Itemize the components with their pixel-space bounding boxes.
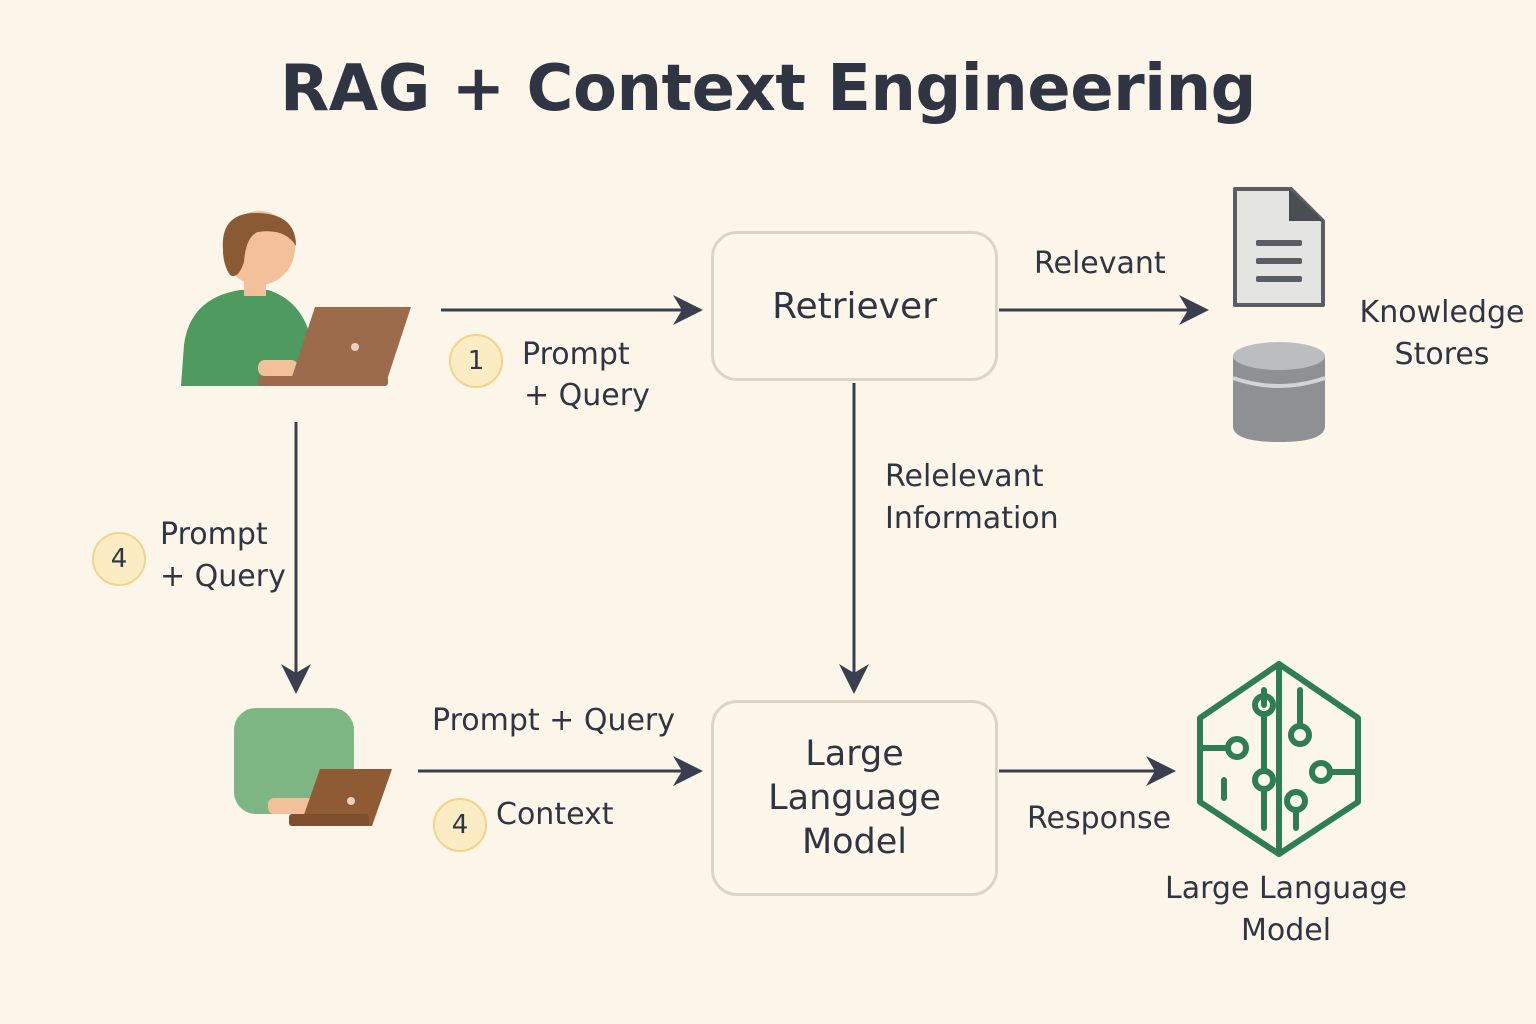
edge-label-response: Response	[1027, 801, 1172, 836]
step-badge: 4	[92, 532, 146, 586]
knowledge-stores-label: Knowledge Stores	[1352, 292, 1532, 376]
llm-icon-label: Large Language Model	[1146, 868, 1426, 952]
llm-icon-label-line1: Large Language	[1165, 871, 1407, 906]
edge-label-prompt-query: Prompt + Query	[432, 703, 676, 738]
step-badge: 4	[433, 798, 487, 852]
edge-label-query: + Query	[524, 378, 650, 413]
brain-circuit-icon	[1197, 661, 1361, 857]
edge-label-query: + Query	[160, 559, 286, 594]
knowledge-stores-line1: Knowledge	[1359, 295, 1525, 330]
edge-label-relevant-info: Relelevant Information	[885, 456, 1059, 540]
edge-label-prompt: Prompt	[522, 337, 630, 372]
edge-label-relevant-info-line1: Relelevant	[885, 459, 1044, 494]
edge-label-context: Context	[496, 797, 614, 832]
llm-label-line2: Language	[768, 778, 941, 818]
user-with-laptop-icon	[234, 708, 392, 826]
database-icon	[1232, 342, 1326, 442]
page-title: RAG + Context Engineering	[280, 52, 1256, 126]
step-badge: 1	[449, 334, 503, 388]
llm-node: Large Language Model	[711, 700, 998, 896]
edge-label-prompt: Prompt	[160, 517, 268, 552]
knowledge-stores-line2: Stores	[1394, 337, 1490, 372]
edge-label-prompt-query-left: Prompt + Query	[160, 514, 286, 598]
retriever-label: Retriever	[772, 285, 937, 327]
llm-label-line1: Large	[805, 734, 904, 774]
user-with-laptop-icon	[181, 211, 411, 386]
edge-label-relevant-info-line2: Information	[885, 501, 1059, 536]
retriever-node: Retriever	[711, 231, 998, 381]
llm-icon-label-line2: Model	[1240, 913, 1332, 948]
llm-label-line3: Model	[801, 822, 908, 862]
edge-label-relevant: Relevant	[1034, 246, 1166, 281]
document-icon	[1233, 187, 1325, 307]
